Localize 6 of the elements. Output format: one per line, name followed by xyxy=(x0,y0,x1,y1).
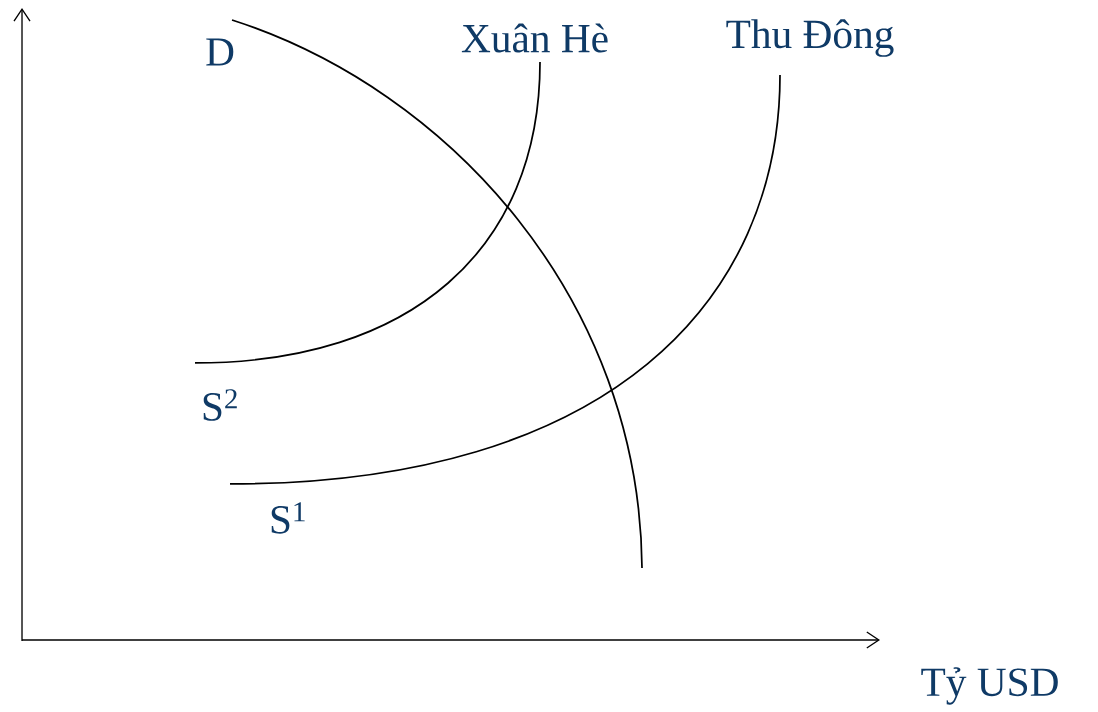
curve-label: S$^{1}$ xyxy=(271,502,305,534)
curve-label: Thu Đông xyxy=(726,19,894,57)
axis-label: Tỷ USD xyxy=(921,667,1058,705)
curve-label: S$^{2}$ xyxy=(203,389,237,421)
curve-label: Xuân Hè xyxy=(461,23,608,53)
curve-label: D xyxy=(206,38,234,66)
